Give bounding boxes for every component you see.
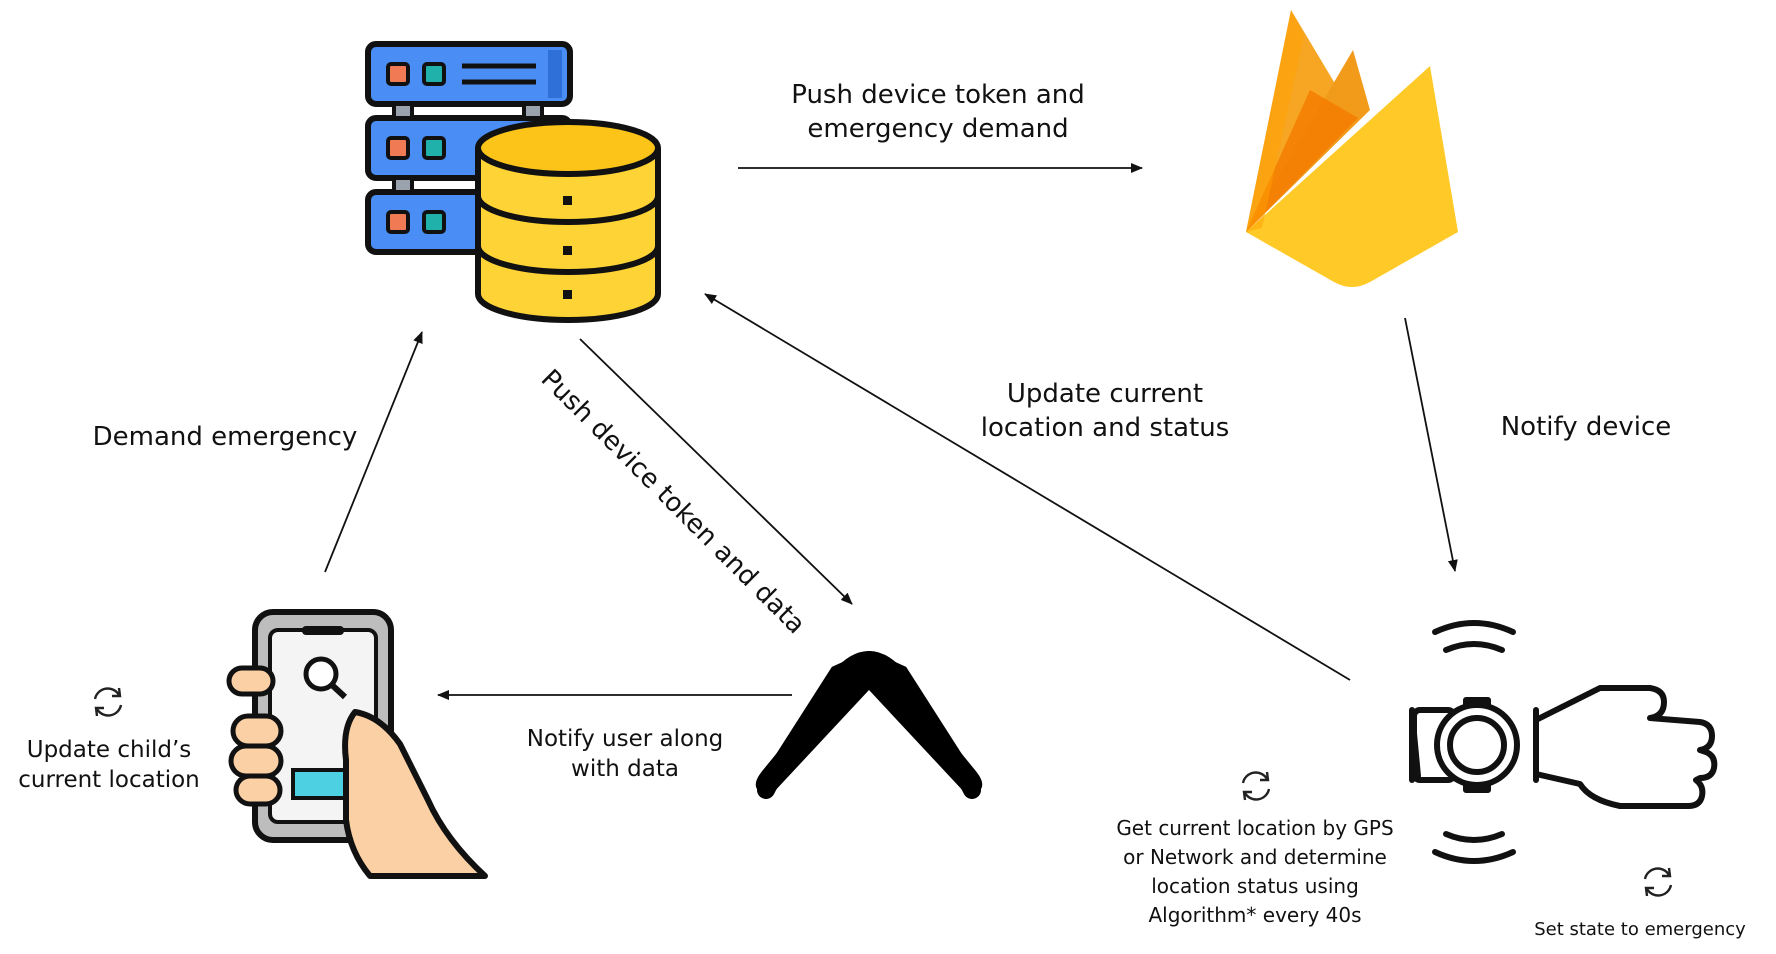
smartwatch-wrist-icon (1409, 620, 1718, 864)
label-line: current location (18, 767, 200, 794)
label-update-child: Update child’s current location (6, 735, 212, 796)
hand-holding-phone-icon (226, 609, 488, 879)
label-demand-emergency: Demand emergency (90, 420, 360, 454)
label-line: Set state to emergency (1534, 919, 1746, 940)
label-notify-user: Notify user along with data (505, 724, 745, 785)
arrow-phone-to-server (324, 331, 423, 573)
label-line: location status using (1151, 874, 1359, 898)
refresh-icon (93, 686, 123, 718)
label-notify-device: Notify device (1496, 410, 1676, 444)
label-set-state: Set state to emergency (1520, 918, 1760, 942)
label-update-current: Update current location and status (965, 377, 1245, 446)
label-line: Demand emergency (92, 422, 358, 452)
refresh-icon (1643, 866, 1673, 898)
refresh-icon (1241, 770, 1271, 802)
label-line: Get current location by GPS (1116, 816, 1394, 840)
label-line: Notify user along (526, 726, 724, 752)
server-database-icon (365, 41, 661, 323)
label-line: Algorithm* every 40s (1148, 903, 1362, 927)
expo-logo-icon (755, 651, 983, 799)
label-line: Update current (1006, 379, 1204, 409)
label-get-location: Get current location by GPS or Network a… (1080, 814, 1430, 930)
label-line: with data (571, 756, 679, 783)
label-push-token-emergency: Push device token and emergency demand (778, 78, 1098, 147)
label-line: Update child’s (26, 737, 192, 763)
label-line: or Network and determine (1123, 845, 1387, 869)
arrow-server-to-expo (579, 338, 853, 605)
arrow-firebase-to-watch (1404, 317, 1458, 572)
label-line: emergency demand (807, 114, 1069, 145)
label-line: location and status (980, 413, 1230, 444)
label-line: Push device token and (791, 80, 1085, 110)
label-line: Notify device (1500, 412, 1672, 442)
firebase-icon (1246, 10, 1458, 287)
arrow-watch-to-server (704, 293, 1351, 681)
